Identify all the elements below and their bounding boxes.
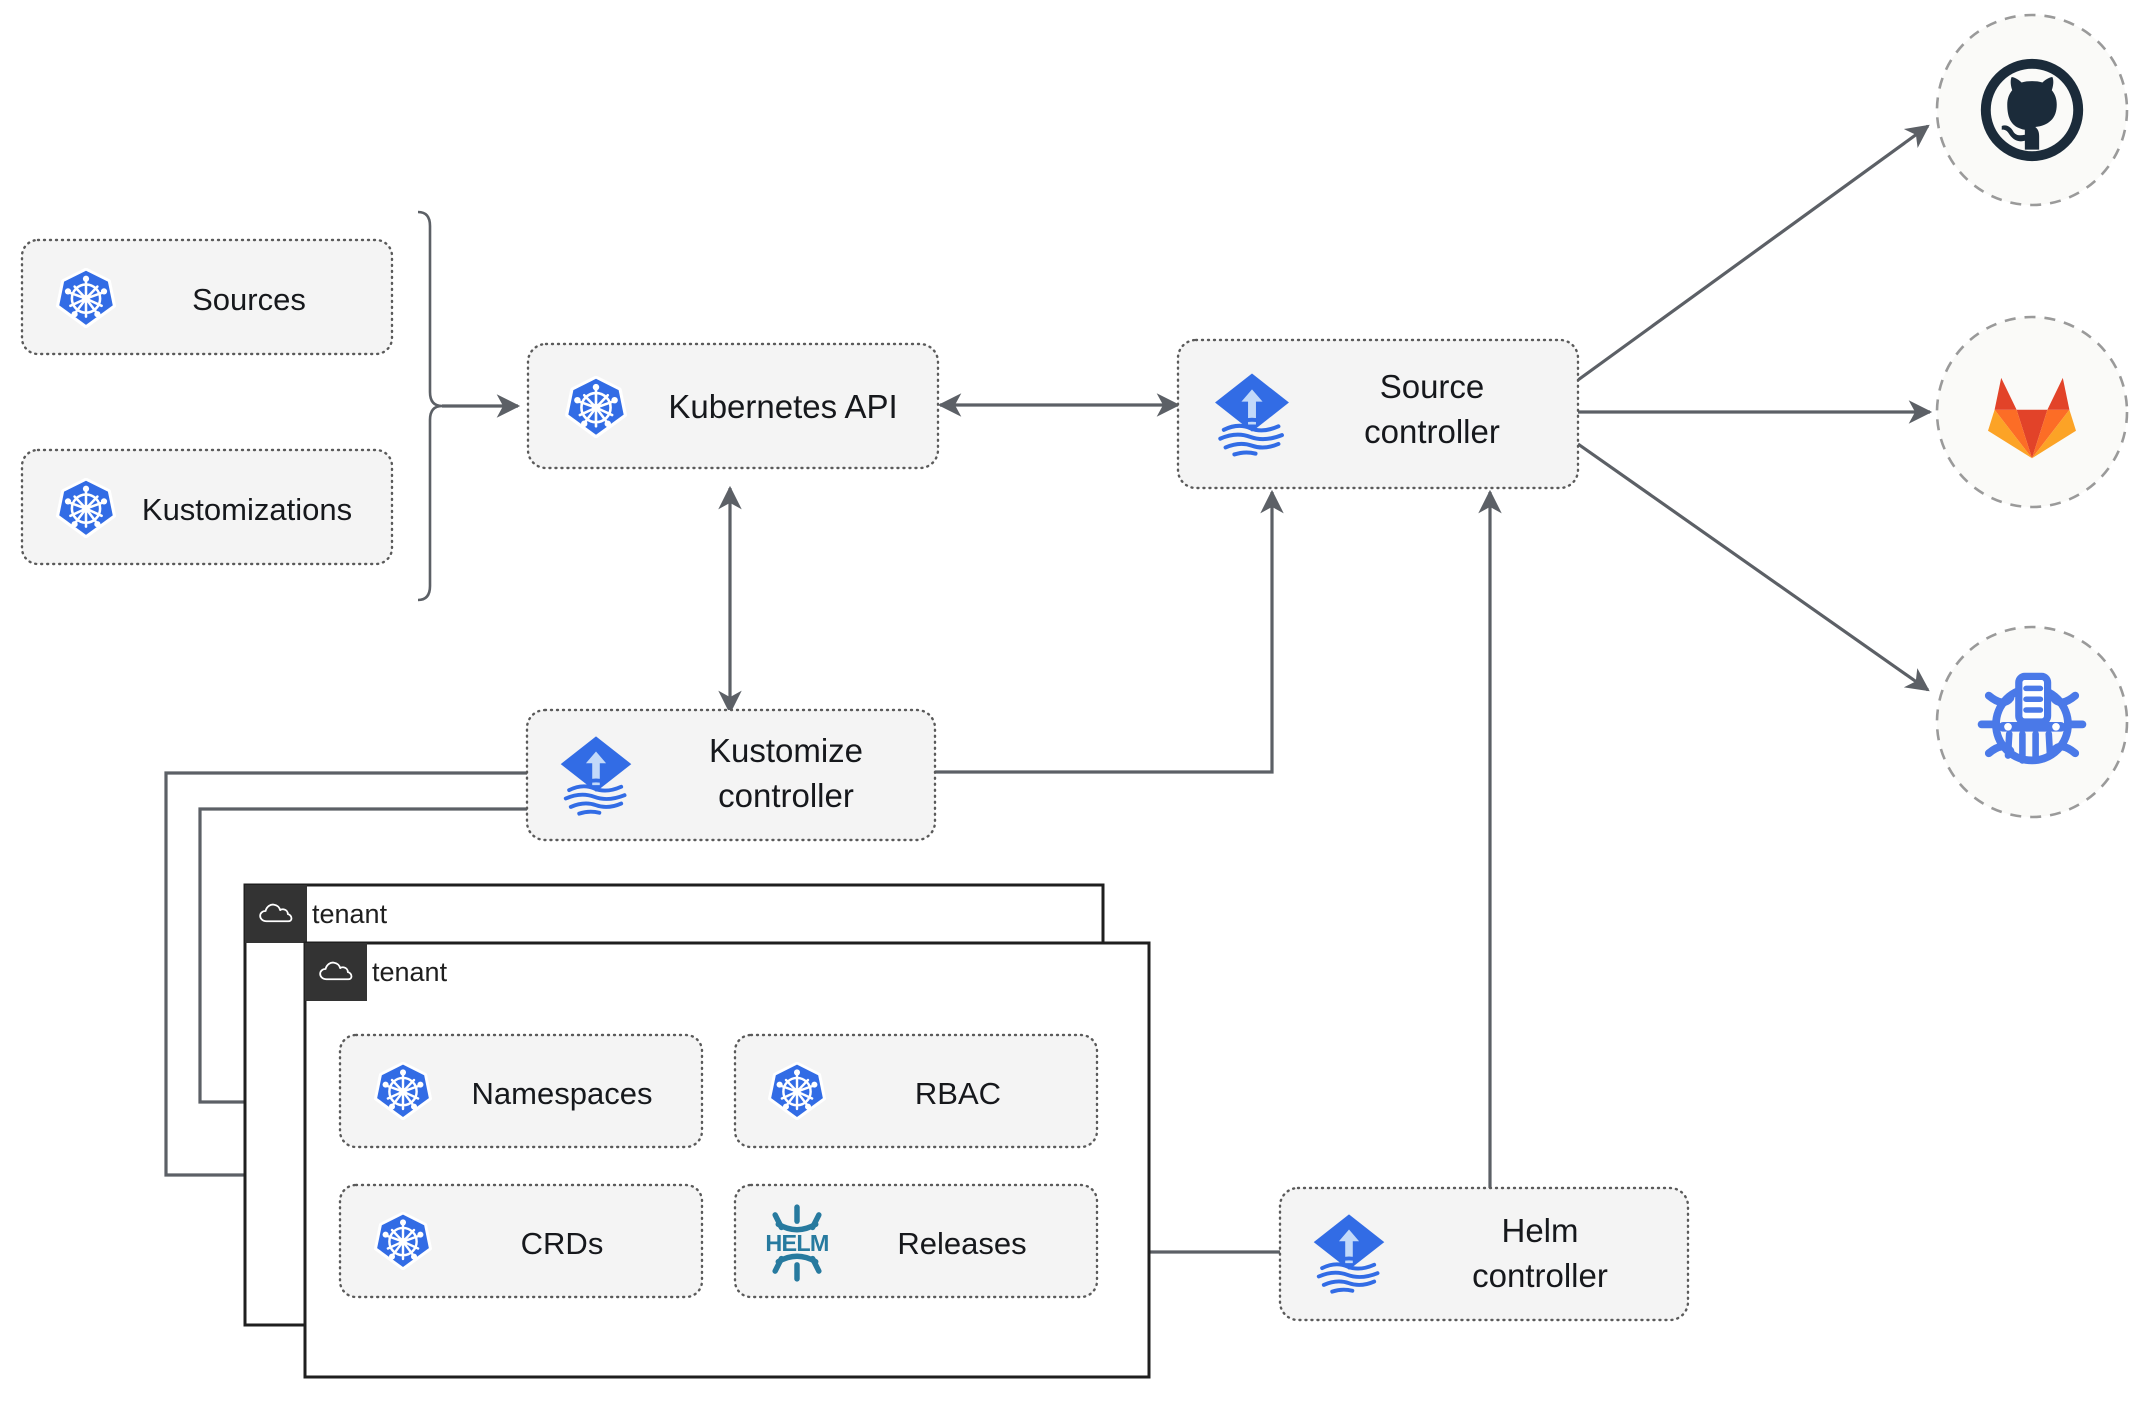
card-kustomizations[interactable]: Kustomizations [20,448,394,566]
card-crds[interactable]: CRDs [338,1183,704,1299]
edge-kustomize-to-source [935,489,1284,774]
edge-source-to-github [1577,124,1930,382]
input-group-brace [417,210,443,602]
card-helm-controller-label-2: controller [1472,1257,1608,1294]
card-releases[interactable]: Releases [733,1183,1099,1299]
card-namespaces[interactable]: Namespaces [338,1033,704,1149]
card-source-controller[interactable]: Source controller [1176,338,1580,490]
card-source-controller-label-1: Source [1380,368,1485,405]
card-helm-controller-label-1: Helm [1501,1212,1578,1249]
tenant-front-label: tenant [372,957,448,987]
card-source-controller-label-2: controller [1364,413,1500,450]
card-kubernetes-api-label: Kubernetes API [668,388,897,425]
card-crds-label: CRDs [521,1226,604,1261]
card-kustomizations-label: Kustomizations [142,492,352,527]
card-kustomize-controller-label-1: Kustomize [709,732,863,769]
card-releases-label: Releases [897,1226,1026,1261]
card-helm-controller[interactable]: Helm controller [1278,1186,1690,1322]
tenant-back-label: tenant [312,899,388,929]
provider-registry[interactable] [1935,625,2129,819]
provider-gitlab[interactable] [1935,315,2129,509]
tenant-front-tab [305,943,367,1001]
card-kubernetes-api[interactable]: Kubernetes API [526,342,940,470]
helm-icon [765,1207,828,1279]
card-namespaces-label: Namespaces [472,1076,653,1111]
card-sources-label: Sources [192,282,306,317]
tenant-window-front[interactable]: tenant [303,941,1151,1379]
card-rbac[interactable]: RBAC [733,1033,1099,1149]
edge-source-to-registry [1577,442,1930,692]
card-kustomize-controller[interactable]: Kustomize controller [525,708,937,842]
tenant-back-tab [245,885,307,943]
card-sources[interactable]: Sources [20,238,394,356]
provider-github[interactable] [1935,13,2129,207]
card-kustomize-controller-label-2: controller [718,777,854,814]
card-rbac-label: RBAC [915,1076,1001,1111]
